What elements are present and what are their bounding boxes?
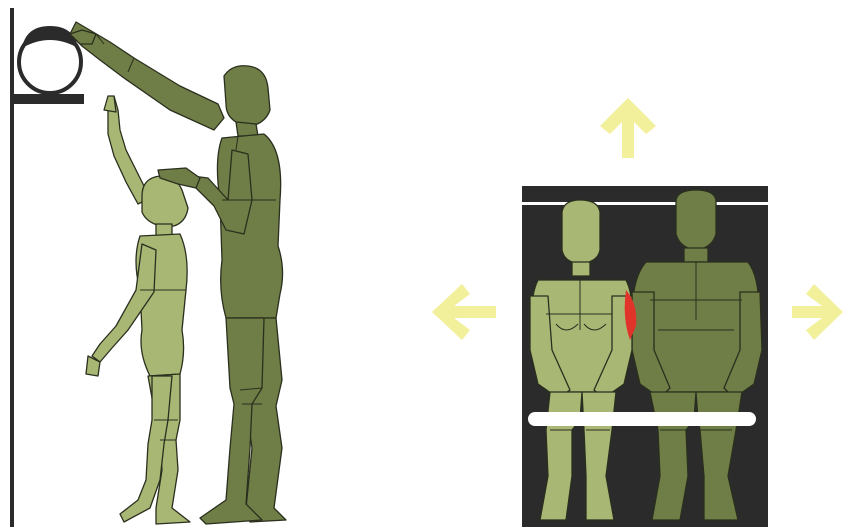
headroom-line	[522, 202, 768, 205]
left-panel	[10, 8, 286, 527]
right-panel	[432, 98, 843, 527]
short-figure-reaching-up	[86, 96, 200, 524]
lamp-shelf-icon	[12, 94, 84, 104]
arrow-left-icon	[432, 284, 496, 340]
arrow-right-icon	[792, 284, 843, 340]
arrow-up-icon	[600, 98, 656, 158]
wall-line-icon	[10, 8, 14, 527]
bench	[528, 412, 756, 426]
